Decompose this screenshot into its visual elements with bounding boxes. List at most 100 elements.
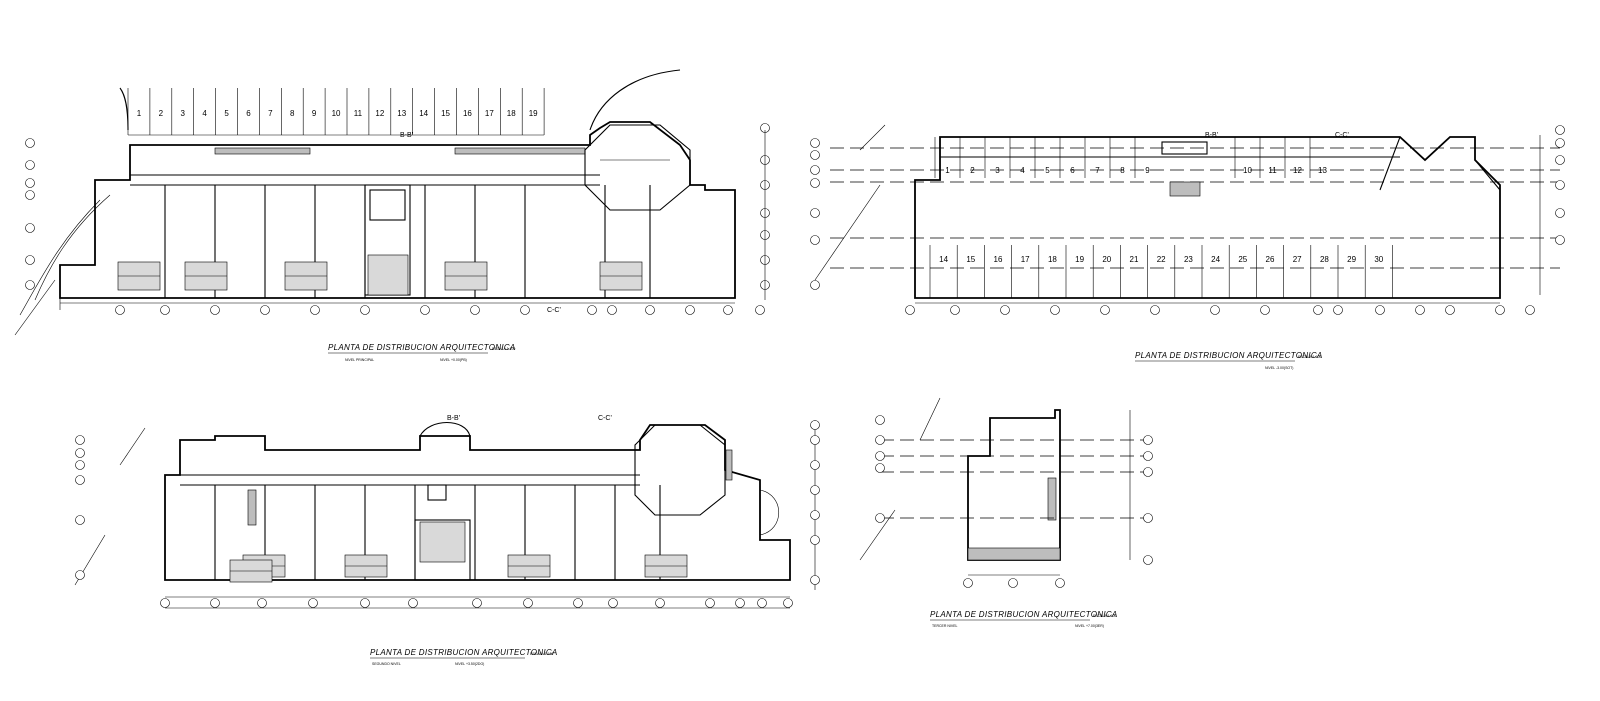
- plan-level: NIVEL PRINCIPAL: [345, 358, 374, 362]
- grid-axis-bubble: [655, 598, 665, 608]
- grid-axis-bubble: [25, 160, 35, 170]
- grid-axis-bubble: [810, 435, 820, 445]
- grid-axis-bubble: [1143, 513, 1153, 523]
- grid-axis-bubble: [755, 305, 765, 315]
- parking-stall-number: 14: [939, 255, 948, 264]
- parking-stall-number: 2: [159, 109, 164, 118]
- parking-stall-number: 3: [995, 166, 1000, 175]
- plan-area: NIVEL -3.00(SOT): [1265, 366, 1293, 370]
- parking-stall-number: 22: [1157, 255, 1166, 264]
- grid-axis-bubble: [25, 178, 35, 188]
- grid-axis-bubble: [810, 420, 820, 430]
- parking-stall-number: 11: [1268, 166, 1277, 175]
- grid-axis-bubble: [608, 598, 618, 608]
- grid-axis-bubble: [25, 190, 35, 200]
- grid-axis-bubble: [408, 598, 418, 608]
- parking-stall-number: 11: [354, 109, 363, 118]
- plan-level: TERCER NIVEL: [932, 624, 958, 628]
- grid-axis-bubble: [645, 305, 655, 315]
- grid-axis-bubble: [1525, 305, 1535, 315]
- grid-axis-bubble: [1445, 305, 1455, 315]
- grid-axis-bubble: [607, 305, 617, 315]
- grid-axis-bubble: [1008, 578, 1018, 588]
- parking-stall-number: 16: [994, 255, 1003, 264]
- grid-axis-bubble: [1375, 305, 1385, 315]
- parking-stall-number: 30: [1374, 255, 1383, 264]
- grid-axis-bubble: [685, 305, 695, 315]
- parking-stall-number: 12: [1293, 166, 1302, 175]
- parking-stall-number: 5: [1045, 166, 1050, 175]
- parking-stall-number: 6: [246, 109, 251, 118]
- grid-axis-bubble: [25, 255, 35, 265]
- grid-axis-bubble: [810, 138, 820, 148]
- grid-axis-bubble: [1555, 138, 1565, 148]
- parking-stall-number: 6: [1070, 166, 1075, 175]
- plan-scale: ESCALA 1:100: [530, 652, 553, 656]
- parking-stall-number: 3: [181, 109, 186, 118]
- parking-stall-number: 15: [441, 109, 450, 118]
- parking-stall-number: 1: [945, 166, 950, 175]
- grid-axis-bubble: [523, 598, 533, 608]
- grid-axis-bubble: [810, 150, 820, 160]
- plan-title: PLANTA DE DISTRIBUCION ARQUITECTONICA: [328, 343, 516, 352]
- grid-axis-bubble: [115, 305, 125, 315]
- grid-axis-bubble: [75, 475, 85, 485]
- grid-axis-bubble: [875, 435, 885, 445]
- grid-axis-bubble: [25, 138, 35, 148]
- parking-stall-number: 13: [1318, 166, 1327, 175]
- parking-stall-number: 26: [1266, 255, 1275, 264]
- plan-title: PLANTA DE DISTRIBUCION ARQUITECTONICA: [1135, 351, 1323, 360]
- parking-stall-number: 28: [1320, 255, 1329, 264]
- cut-label-c: C-C': [547, 307, 561, 314]
- grid-axis-bubble: [25, 223, 35, 233]
- cut-label-c: C-C': [598, 415, 612, 422]
- grid-axis-bubble: [875, 463, 885, 473]
- grid-axis-bubble: [308, 598, 318, 608]
- grid-axis-bubble: [1050, 305, 1060, 315]
- grid-axis-bubble: [210, 598, 220, 608]
- plan-title: PLANTA DE DISTRIBUCION ARQUITECTONICA: [370, 648, 558, 657]
- plan-area: NIVEL +7.00(3ER): [1075, 624, 1104, 628]
- parking-stall-number: 21: [1130, 255, 1139, 264]
- cut-label-b: B-B': [447, 415, 460, 422]
- grid-axis-bubble: [1555, 125, 1565, 135]
- grid-axis-bubble: [420, 305, 430, 315]
- grid-axis-bubble: [1100, 305, 1110, 315]
- plan-scale: ESCALA 1:100: [1298, 355, 1321, 359]
- parking-stall-number: 5: [224, 109, 229, 118]
- parking-stall-number: 29: [1347, 255, 1356, 264]
- grid-axis-bubble: [75, 460, 85, 470]
- grid-axis-bubble: [573, 598, 583, 608]
- grid-axis-bubble: [257, 598, 267, 608]
- grid-axis-bubble: [963, 578, 973, 588]
- grid-axis-bubble: [310, 305, 320, 315]
- grid-axis-bubble: [1210, 305, 1220, 315]
- parking-stall-number: 17: [1021, 255, 1030, 264]
- grid-axis-bubble: [810, 485, 820, 495]
- cut-label-b: B-B': [400, 132, 413, 139]
- parking-stall-number: 18: [1048, 255, 1057, 264]
- grid-axis-bubble: [757, 598, 767, 608]
- grid-axis-bubble: [1143, 435, 1153, 445]
- grid-axis-bubble: [160, 305, 170, 315]
- grid-axis-bubble: [950, 305, 960, 315]
- parking-stall-number: 9: [312, 109, 317, 118]
- parking-stall-number: 10: [332, 109, 341, 118]
- grid-axis-bubble: [1495, 305, 1505, 315]
- grid-axis-bubble: [1555, 180, 1565, 190]
- parking-stall-number: 19: [529, 109, 538, 118]
- grid-axis-bubble: [705, 598, 715, 608]
- grid-axis-bubble: [160, 598, 170, 608]
- grid-axis-bubble: [25, 280, 35, 290]
- parking-stall-number: 16: [463, 109, 472, 118]
- parking-stall-number: 2: [970, 166, 975, 175]
- grid-axis-bubble: [810, 235, 820, 245]
- grid-axis-bubble: [472, 598, 482, 608]
- grid-axis-bubble: [875, 513, 885, 523]
- parking-stall-number: 27: [1293, 255, 1302, 264]
- parking-stall-number: 7: [1095, 166, 1100, 175]
- grid-axis-bubble: [905, 305, 915, 315]
- parking-stall-number: 4: [202, 109, 207, 118]
